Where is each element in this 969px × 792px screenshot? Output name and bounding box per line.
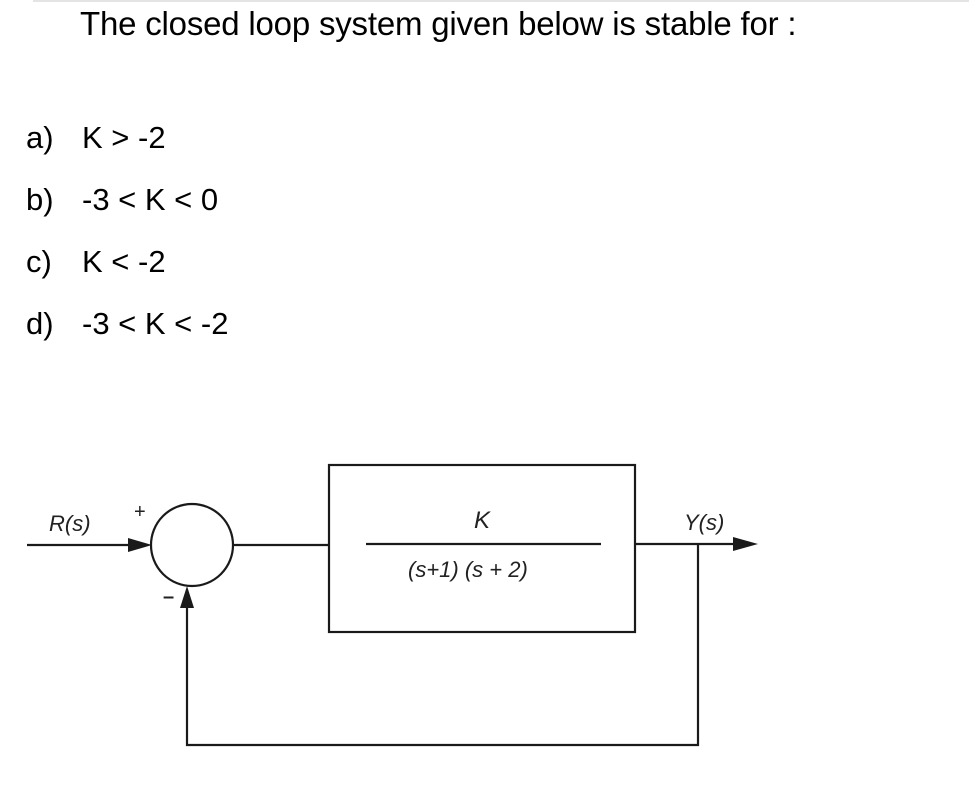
denominator-label: (s+1) (s + 2) bbox=[408, 557, 528, 582]
transfer-function-block bbox=[327, 463, 637, 634]
feedback-arrow-icon bbox=[180, 586, 194, 608]
option-label: c) bbox=[26, 244, 52, 279]
numerator-label: K bbox=[474, 507, 491, 534]
summing-junction bbox=[149, 502, 235, 588]
option-d[interactable]: d) -3 < K < -2 bbox=[26, 304, 228, 344]
feedback-path-line bbox=[185, 544, 700, 747]
option-label: d) bbox=[26, 306, 54, 341]
top-divider bbox=[33, 0, 969, 2]
minus-sign: – bbox=[163, 586, 174, 608]
option-a[interactable]: a) K > -2 bbox=[26, 118, 166, 158]
input-arrow-icon bbox=[128, 538, 152, 552]
option-c[interactable]: c) K < -2 bbox=[26, 242, 166, 282]
option-label: b) bbox=[26, 182, 54, 217]
option-text: -3 < K < 0 bbox=[82, 182, 219, 217]
option-b[interactable]: b) -3 < K < 0 bbox=[26, 180, 218, 220]
option-text: -3 < K < -2 bbox=[82, 306, 229, 341]
option-text: K < -2 bbox=[82, 244, 166, 279]
output-label: Y(s) bbox=[684, 510, 724, 535]
question-text: The closed loop system given below is st… bbox=[80, 5, 797, 42]
input-label: R(s) bbox=[49, 511, 91, 536]
output-arrow-icon bbox=[733, 537, 758, 551]
plus-sign: + bbox=[134, 501, 146, 523]
option-label: a) bbox=[26, 120, 54, 155]
option-text: K > -2 bbox=[82, 120, 166, 155]
